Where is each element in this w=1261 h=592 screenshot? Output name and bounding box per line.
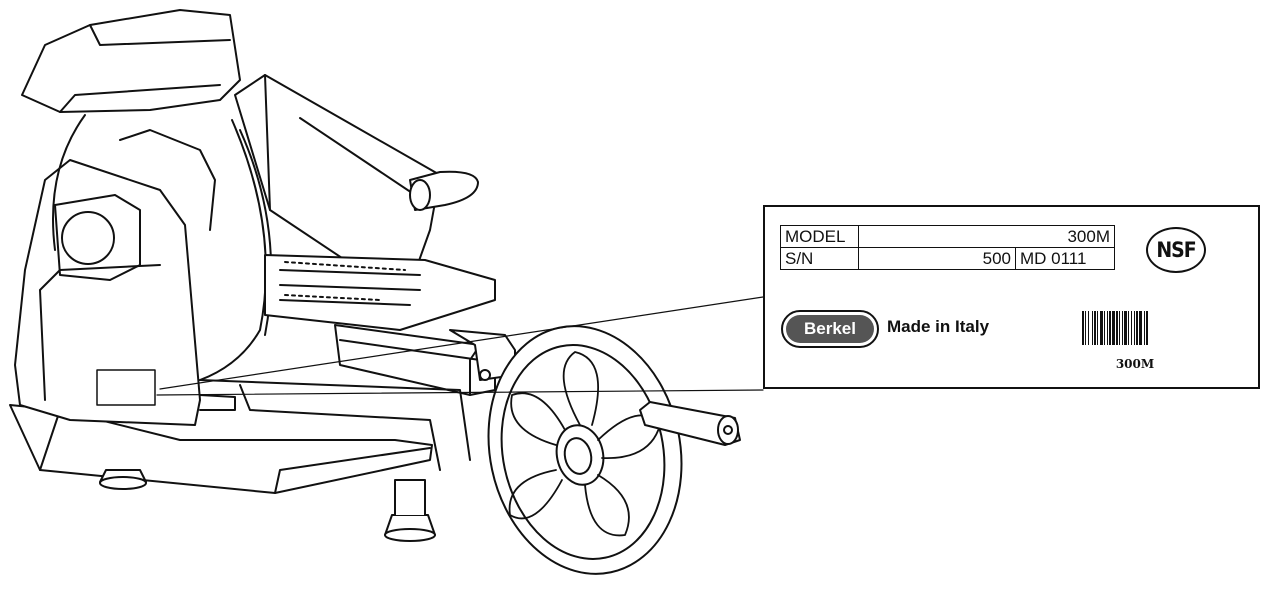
plate-info-table: MODEL 300M S/N 500 MD 0111 [780, 225, 1115, 270]
model-label: MODEL [780, 225, 859, 248]
barcode-caption: 300M [1115, 357, 1155, 371]
base-plate-edge [39, 409, 431, 494]
knob-housing [54, 194, 141, 281]
nsf-certification-mark: NSF [1146, 227, 1206, 273]
rating-plate: MODEL 300M S/N 500 MD 0111 NSF Berkel Ma… [763, 205, 1260, 389]
body-housing [14, 159, 201, 426]
origin-text: Made in Italy [887, 317, 990, 336]
feet [99, 469, 436, 542]
nsf-text: NSF [1156, 238, 1196, 262]
leader-line-bottom [156, 389, 764, 396]
blade-guard-top [21, 9, 241, 113]
knob [61, 211, 115, 265]
serial-extra: MD 0111 [1015, 247, 1115, 270]
berkel-logo-text: Berkel [786, 315, 874, 343]
lower-frame [199, 379, 471, 471]
plate-row-model: MODEL 300M [780, 225, 1115, 248]
barcode [1082, 311, 1148, 345]
rating-plate-location [96, 369, 156, 406]
plate-row-serial: S/N 500 MD 0111 [780, 247, 1115, 270]
serial-value: 500 [858, 247, 1016, 270]
blade-guard-ring [52, 114, 267, 381]
slicing-tray [264, 254, 496, 331]
berkel-logo: Berkel [781, 310, 879, 348]
serial-label: S/N [780, 247, 859, 270]
model-value: 300M [858, 225, 1115, 248]
crank-handle [639, 401, 741, 446]
leader-line-top [159, 296, 764, 390]
